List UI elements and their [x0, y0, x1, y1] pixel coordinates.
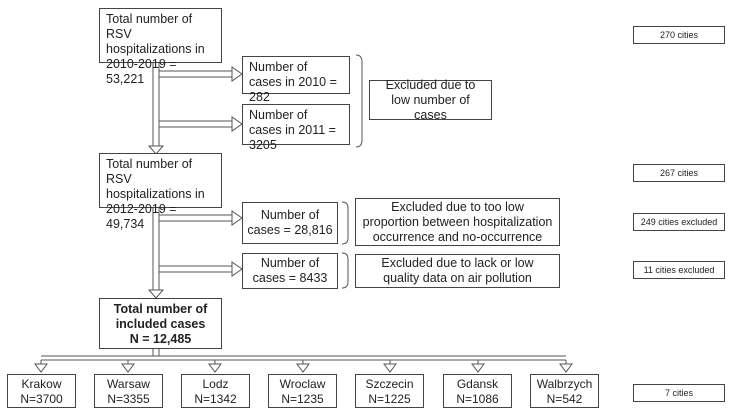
side-label-7-cities: 7 cities — [633, 384, 725, 402]
city-count: N=3355 — [107, 392, 150, 406]
city-box-walbrzych: Walbrzych N=542 — [530, 374, 599, 408]
city-name: Lodz — [202, 377, 229, 391]
excluded-low-box: Excluded due to low number of cases — [369, 77, 492, 122]
city-box-szczecin: Szczecin N=1225 — [355, 374, 424, 408]
excluded-low-text: Excluded due to low number of cases — [385, 77, 476, 122]
side-label-11-excluded: 11 cities excluded — [633, 261, 725, 279]
side-label-text: 11 cities excluded — [643, 265, 715, 275]
excluded-proportion-text: Excluded due to too low proportion betwe… — [362, 199, 553, 244]
city-name: Szczecin — [365, 377, 414, 391]
city-count: N=1225 — [368, 392, 411, 406]
bracket-air — [341, 252, 349, 289]
total-2010-2019-box: Total number of RSV hospitalizations in … — [99, 8, 222, 86]
included-line-3: N = 12,485 — [129, 332, 192, 346]
city-name: Wroclaw — [279, 377, 326, 391]
city-box-wroclaw: Wroclaw N=1235 — [268, 374, 337, 408]
excluded-air-text: Excluded due to lack or low quality data… — [381, 256, 534, 285]
excluded-proportion-box: Excluded due to too low proportion betwe… — [355, 198, 560, 246]
side-label-267-cities: 267 cities — [633, 164, 725, 182]
cases-proportion-box: Number of cases = 28,816 — [242, 202, 338, 244]
cases-2011-text: Number of cases in 2011 = 3205 — [249, 108, 336, 152]
cases-2011-box: Number of cases in 2011 = 3205 — [242, 104, 350, 152]
bracket-prop — [341, 201, 349, 245]
branch-proportion — [159, 210, 243, 226]
branch-2011 — [159, 116, 243, 132]
city-count: N=1235 — [281, 392, 324, 406]
cases-2010-box: Number of cases in 2010 = 282 — [242, 56, 350, 104]
cases-air-box: Number of cases = 8433 — [242, 253, 338, 289]
side-label-text: 249 cities excluded — [640, 217, 718, 227]
side-label-text: 270 cities — [659, 30, 699, 40]
cases-2010-text: Number of cases in 2010 = 282 — [249, 60, 337, 104]
city-arrows — [34, 363, 573, 373]
city-name: Gdansk — [456, 377, 499, 391]
bracket-low — [355, 54, 363, 148]
side-label-249-excluded: 249 cities excluded — [633, 213, 725, 231]
branch-air — [159, 261, 243, 277]
side-label-270-cities: 270 cities — [633, 26, 725, 44]
city-name: Warsaw — [107, 377, 150, 391]
side-label-text: 267 cities — [659, 168, 699, 178]
side-label-text: 7 cities — [664, 388, 693, 398]
city-box-gdansk: Gdansk N=1086 — [443, 374, 512, 408]
distribution-line — [41, 348, 566, 361]
included-cases-box: Total number of included cases N = 12,48… — [99, 298, 222, 349]
city-name: Krakow — [21, 377, 62, 391]
cases-proportion-text: Number of cases = 28,816 — [247, 208, 333, 237]
branch-2010 — [159, 66, 243, 82]
city-name: Walbrzych — [536, 377, 593, 391]
total-2012-2019-text: Total number of RSV hospitalizations in … — [106, 157, 205, 231]
excluded-air-box: Excluded due to lack or low quality data… — [355, 254, 560, 288]
city-count: N=3700 — [20, 392, 63, 406]
included-line-1: Total number of — [113, 302, 208, 316]
city-arrow-stems — [40, 360, 567, 364]
total-2010-2019-text: Total number of RSV hospitalizations in … — [106, 12, 205, 86]
city-box-krakow: Krakow N=3700 — [7, 374, 76, 408]
cases-air-text: Number of cases = 8433 — [252, 256, 328, 285]
city-count: N=1342 — [194, 392, 237, 406]
total-2012-2019-box: Total number of RSV hospitalizations in … — [99, 153, 222, 231]
city-box-warsaw: Warsaw N=3355 — [94, 374, 163, 408]
included-line-2: included cases — [115, 317, 206, 331]
city-count: N=1086 — [456, 392, 499, 406]
city-box-lodz: Lodz N=1342 — [181, 374, 250, 408]
city-count: N=542 — [546, 392, 583, 406]
main-spine-2 — [147, 208, 165, 299]
